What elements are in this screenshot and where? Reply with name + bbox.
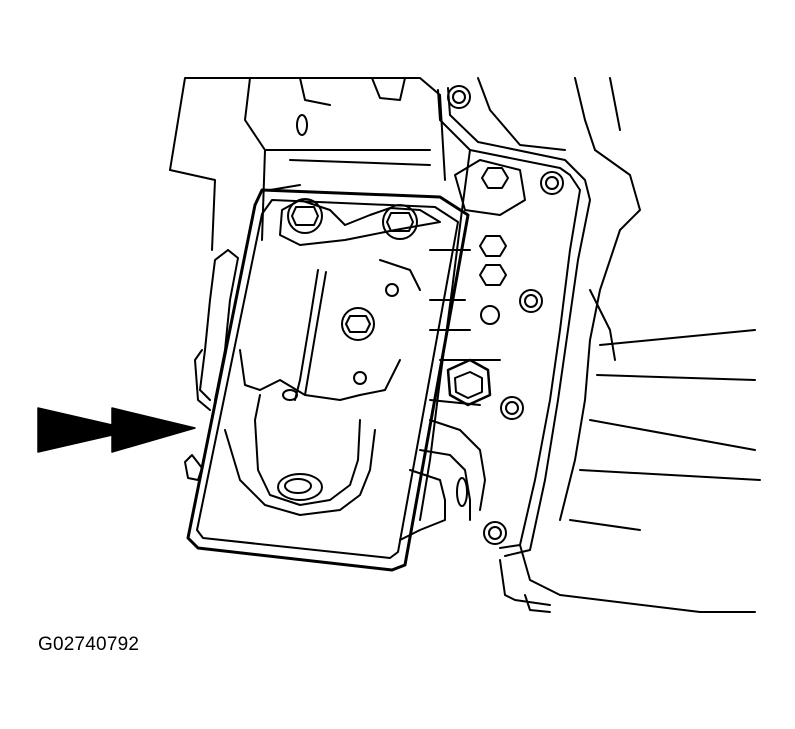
- figure-id: G02740792: [38, 634, 140, 655]
- transmission-housing: [169, 77, 761, 613]
- bracket-side-tab: [184, 249, 239, 481]
- valve-body-bolts: [479, 167, 509, 325]
- bracket-bolt-right: [382, 204, 418, 240]
- pointer-arrow-icon: [37, 407, 196, 453]
- flange-bolts: [447, 85, 564, 545]
- bracket-bolt-left: [287, 198, 323, 234]
- pan-flange: [419, 87, 591, 557]
- mounting-bracket: [186, 188, 470, 572]
- drain-plug: [446, 358, 492, 407]
- bracket-bolt-center: [341, 307, 375, 341]
